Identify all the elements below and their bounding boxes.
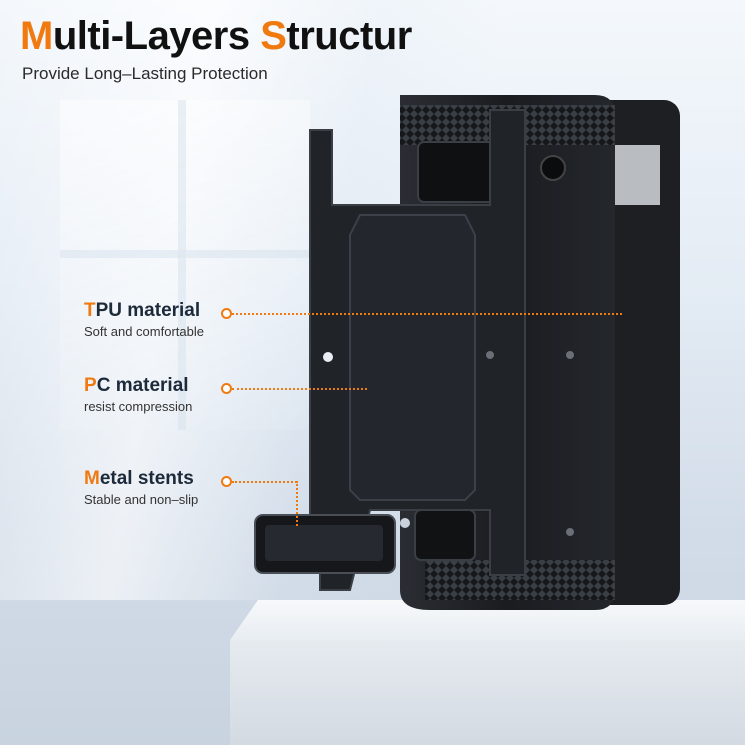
page-subtitle: Provide Long–Lasting Protection xyxy=(22,64,268,83)
background-window-light xyxy=(60,100,310,430)
callout-tpu: TPU material Soft and comfortable xyxy=(84,300,204,339)
screw-3 xyxy=(566,351,574,359)
camera-cutout xyxy=(417,141,499,203)
camera-lens-icon xyxy=(540,155,566,181)
page-title: Multi-Layers Structur xyxy=(20,14,412,58)
camera-bar xyxy=(610,145,660,205)
callout-leader-pc xyxy=(232,388,367,390)
frame-hole xyxy=(323,352,333,362)
callout-leader-tpu xyxy=(232,313,622,315)
callout-leader-metal xyxy=(232,481,297,483)
callout-dot-icon xyxy=(221,383,232,394)
kickstand-face xyxy=(265,525,383,561)
phone-case-illustration xyxy=(254,95,680,610)
podium-front xyxy=(230,640,745,745)
screw-2 xyxy=(486,351,494,359)
callout-dot-icon xyxy=(221,308,232,319)
callout-metal: Metal stents Stable and non–slip xyxy=(84,468,199,507)
callout-pc: PC material resist compression xyxy=(84,375,193,414)
pc-frame-panel xyxy=(349,214,476,501)
screw-4 xyxy=(566,528,574,536)
callout-leader-metal-vertical xyxy=(296,481,298,526)
screw-1 xyxy=(400,518,410,528)
kickstand-hinge xyxy=(414,509,476,561)
callout-dot-icon xyxy=(221,476,232,487)
